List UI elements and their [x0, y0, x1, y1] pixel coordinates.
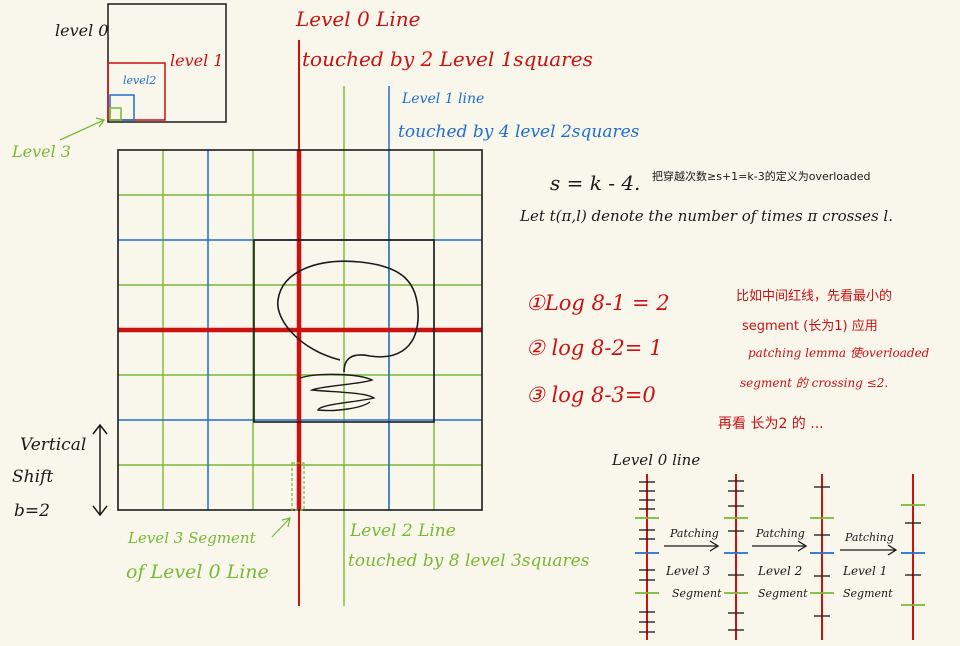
level3-segment-box	[291, 462, 305, 511]
level3-label: Level 3	[11, 142, 71, 161]
patching-step-3: Patching Level 1 Segment	[840, 531, 898, 600]
line-labels: Level 0 Line touched by 2 Level 1squares…	[126, 7, 640, 583]
patching-step-2-bottom1: Level 2	[757, 564, 802, 578]
level1-label: level 1	[170, 51, 223, 70]
patching-step-2-bottom2: Segment	[758, 587, 808, 600]
vertical-label: Vertical	[20, 435, 86, 455]
red-note-3: patching lemma 使overloaded	[748, 346, 930, 360]
let-line: Let t(π,l) denote the number of times π …	[519, 207, 893, 225]
level0-line-title: Level 0 Line	[295, 7, 420, 31]
patching-step-3-bottom2: Segment	[843, 587, 893, 600]
nested-squares-legend: level 0 level 1 level2 Level 3	[11, 3, 227, 161]
tour-loop	[277, 260, 419, 373]
level1-square	[107, 62, 166, 121]
right-notes: s = k - 4. 把穿越次数≥s+1=k-3的定义为overloaded L…	[519, 169, 930, 432]
level3-square	[109, 107, 122, 121]
segment-column-3	[810, 474, 834, 640]
arrow-right-icon	[752, 540, 808, 552]
red-note-2: segment (长为1) 应用	[742, 318, 878, 334]
b-equals-label: b=2	[14, 501, 50, 521]
red-note-5: 再看 长为2 的 ...	[718, 416, 824, 432]
inner-square	[253, 239, 435, 423]
level0-line-touched: touched by 2 Level 1squares	[302, 47, 593, 71]
arrow-right-icon	[840, 544, 898, 556]
equation-2: ② log 8-2= 1	[526, 336, 662, 360]
level2-line-touched: touched by 8 level 3squares	[348, 551, 590, 571]
s-formula: s = k - 4.	[550, 171, 640, 195]
tour-wiggle	[299, 373, 376, 412]
level1-line-title: Level 1 line	[401, 91, 484, 107]
shift-label: Shift	[12, 467, 53, 487]
patching-step-1-top: Patching	[669, 527, 719, 540]
patching-sequence: Level 0 line	[611, 451, 925, 640]
equation-1: ①Log 8-1 = 2	[526, 291, 670, 315]
double-arrow-icon	[92, 423, 108, 517]
equation-3: ③ log 8-3=0	[526, 383, 656, 407]
level0-label: level 0	[55, 21, 108, 40]
segment-label-line1: Level 3 Segment	[127, 529, 257, 547]
segment-column-1	[635, 474, 659, 640]
patching-step-1: Patching Level 3 Segment	[664, 527, 722, 600]
s-chinese-note: 把穿越次数≥s+1=k-3的定义为overloaded	[652, 169, 871, 183]
patching-step-1-bottom1: Level 3	[665, 564, 711, 578]
arrow-right-icon	[664, 540, 720, 552]
segment-label-line2: of Level 0 Line	[126, 561, 269, 583]
main-grid	[117, 40, 483, 606]
patching-step-1-bottom2: Segment	[672, 587, 722, 600]
segment-column-4	[901, 474, 925, 640]
red-note-1: 比如中间红线，先看最小的	[736, 288, 892, 304]
level2-label: level2	[123, 74, 156, 87]
level3-pointer-arrow	[59, 117, 106, 141]
level1-line-touched: touched by 4 level 2squares	[398, 122, 640, 142]
level2-line-title: Level 2 Line	[349, 521, 456, 541]
red-note-4: segment 的 crossing ≤2.	[740, 376, 888, 390]
patching-step-2: Patching Level 2 Segment	[752, 527, 808, 600]
patching-step-3-bottom1: Level 1	[842, 564, 887, 578]
patching-title: Level 0 line	[611, 451, 700, 469]
segment-pointer-arrow	[271, 517, 291, 538]
patching-step-2-top: Patching	[755, 527, 805, 540]
vertical-shift-annotation: Vertical Shift b=2	[12, 423, 108, 521]
patching-step-3-top: Patching	[844, 531, 894, 544]
segment-column-2	[724, 474, 748, 640]
